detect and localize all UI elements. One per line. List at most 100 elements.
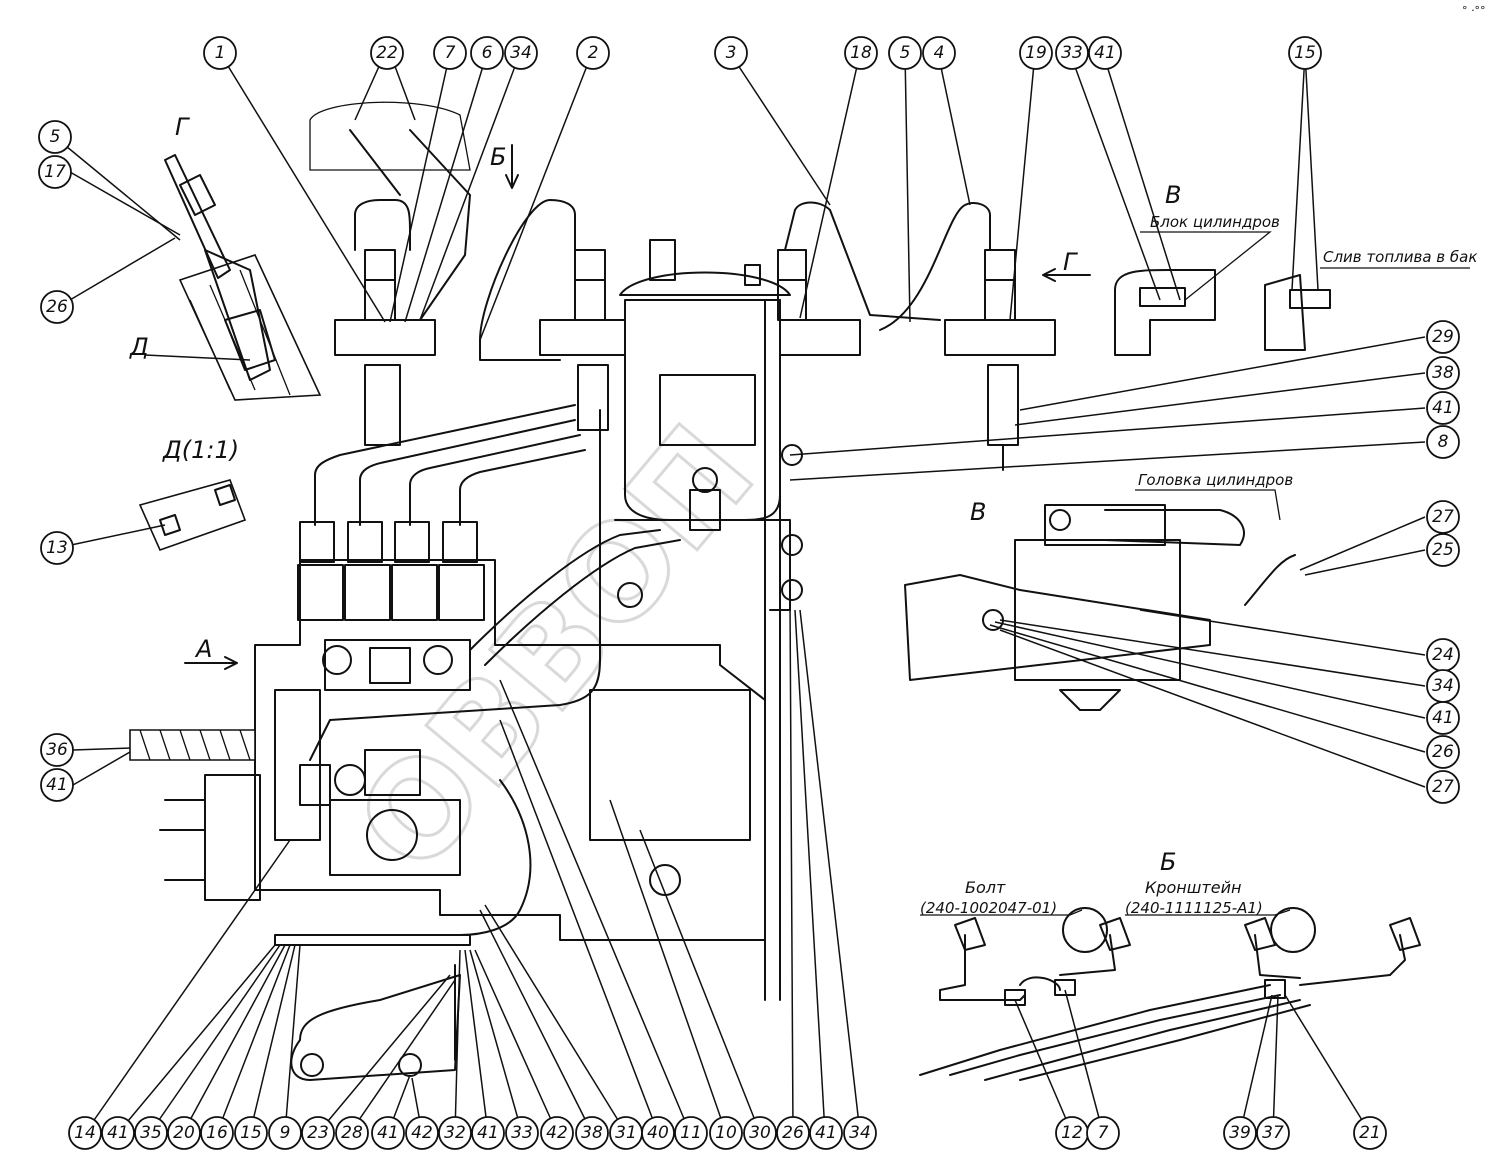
callout: 32 bbox=[438, 1116, 472, 1150]
svg-text:29: 29 bbox=[1432, 327, 1454, 347]
callout: 15 bbox=[234, 1116, 268, 1150]
callout: 20 bbox=[167, 1116, 201, 1150]
callout: 7 bbox=[1086, 1116, 1120, 1150]
view-label-v-detail: В bbox=[970, 498, 986, 526]
callout: 7 bbox=[433, 36, 467, 70]
callout: 26 bbox=[40, 290, 74, 324]
svg-text:34: 34 bbox=[510, 43, 532, 63]
svg-text:13: 13 bbox=[46, 538, 68, 558]
corner-mark: ° ·°° bbox=[1462, 4, 1486, 17]
svg-text:1: 1 bbox=[215, 43, 226, 63]
annotation-block: Блок цилиндров bbox=[1150, 213, 1280, 231]
detail-d bbox=[138, 479, 247, 552]
svg-text:35: 35 bbox=[140, 1123, 162, 1143]
annotation-bracket-code: (240-1111125-А1) bbox=[1125, 899, 1263, 917]
callout: 5 bbox=[888, 36, 922, 70]
detail-v-block bbox=[1114, 269, 1216, 356]
callout: 38 bbox=[575, 1116, 609, 1150]
svg-text:17: 17 bbox=[44, 162, 66, 182]
svg-text:41: 41 bbox=[377, 1123, 399, 1143]
svg-text:15: 15 bbox=[240, 1123, 262, 1143]
callout: 22 bbox=[370, 36, 404, 70]
svg-text:23: 23 bbox=[307, 1123, 329, 1143]
callouts-bottom: 14 41 35 20 16 15 9 23 28 41 42 32 41 33… bbox=[68, 1116, 877, 1150]
svg-text:27: 27 bbox=[1432, 777, 1454, 797]
svg-text:10: 10 bbox=[715, 1123, 737, 1143]
svg-text:32: 32 bbox=[444, 1123, 466, 1143]
svg-text:28: 28 bbox=[341, 1123, 363, 1143]
view-label-b-detail: Б bbox=[1160, 848, 1176, 876]
fuel-filter bbox=[614, 239, 803, 1001]
callout: 9 bbox=[268, 1116, 302, 1150]
callout: 15 bbox=[1288, 36, 1322, 70]
callout: 27 bbox=[1426, 500, 1460, 534]
svg-text:33: 33 bbox=[1061, 43, 1083, 63]
svg-text:20: 20 bbox=[173, 1123, 195, 1143]
svg-text:5: 5 bbox=[900, 43, 911, 63]
svg-text:24: 24 bbox=[1432, 645, 1454, 665]
svg-text:4: 4 bbox=[934, 43, 945, 63]
svg-text:34: 34 bbox=[1432, 676, 1454, 696]
callout: 41 bbox=[371, 1116, 405, 1150]
view-arrows bbox=[184, 144, 1470, 916]
callout: 31 bbox=[609, 1116, 643, 1150]
callouts-right: 29 38 41 8 27 25 24 34 41 26 27 bbox=[1426, 320, 1460, 804]
callout: 41 bbox=[101, 1116, 135, 1150]
svg-text:26: 26 bbox=[1432, 742, 1454, 762]
svg-text:37: 37 bbox=[1262, 1123, 1284, 1143]
callout: 36 bbox=[40, 733, 74, 767]
callout: 8 bbox=[1426, 425, 1460, 459]
callout: 42 bbox=[405, 1116, 439, 1150]
callout: 41 bbox=[1426, 701, 1460, 735]
annotation-bolt: Болт bbox=[965, 878, 1006, 897]
svg-text:2: 2 bbox=[588, 43, 599, 63]
callout: 26 bbox=[1426, 735, 1460, 769]
svg-text:42: 42 bbox=[546, 1123, 568, 1143]
view-label-g: Г bbox=[175, 113, 190, 141]
svg-text:41: 41 bbox=[107, 1123, 129, 1143]
callout: 24 bbox=[1426, 638, 1460, 672]
svg-text:41: 41 bbox=[46, 775, 68, 795]
svg-text:41: 41 bbox=[1432, 398, 1454, 418]
callout: 18 bbox=[844, 36, 878, 70]
view-label-d: Д bbox=[129, 333, 149, 361]
callout: 29 bbox=[1426, 320, 1460, 354]
svg-text:14: 14 bbox=[74, 1123, 96, 1143]
leader-lines bbox=[54, 52, 1426, 1134]
callout: 30 bbox=[743, 1116, 777, 1150]
callout: 41 bbox=[809, 1116, 843, 1150]
callout: 42 bbox=[540, 1116, 574, 1150]
annotation-bolt-code: (240-1002047-01) bbox=[920, 899, 1057, 917]
callout: 12 bbox=[1055, 1116, 1089, 1150]
view-label-v: В bbox=[1165, 181, 1181, 209]
callout: 13 bbox=[40, 531, 74, 565]
svg-text:26: 26 bbox=[46, 297, 68, 317]
svg-text:26: 26 bbox=[782, 1123, 804, 1143]
svg-text:7: 7 bbox=[1098, 1123, 1109, 1143]
callout: 40 bbox=[641, 1116, 675, 1150]
svg-text:3: 3 bbox=[726, 43, 737, 63]
annotation-drain: Слив топлива в бак bbox=[1323, 248, 1477, 266]
callout: 3 bbox=[714, 36, 748, 70]
engine-block-lines bbox=[178, 101, 471, 401]
callout: 5 bbox=[38, 120, 72, 154]
svg-text:38: 38 bbox=[1432, 363, 1454, 383]
callouts-top: 1 22 7 6 34 2 3 18 5 4 19 33 41 15 bbox=[203, 36, 1322, 70]
view-label-a: А bbox=[194, 635, 212, 663]
svg-text:41: 41 bbox=[1094, 43, 1116, 63]
detail-drain bbox=[1264, 274, 1331, 351]
svg-text:39: 39 bbox=[1229, 1123, 1251, 1143]
view-label-b: Б bbox=[490, 143, 506, 171]
callout: 41 bbox=[1426, 391, 1460, 425]
callout: 11 bbox=[674, 1116, 708, 1150]
callout: 4 bbox=[922, 36, 956, 70]
callouts-detail-b: 12 7 39 37 21 bbox=[1055, 1116, 1387, 1150]
callout: 34 bbox=[504, 36, 538, 70]
svg-text:7: 7 bbox=[445, 43, 456, 63]
callout: 41 bbox=[40, 768, 74, 802]
svg-text:38: 38 bbox=[581, 1123, 603, 1143]
callout: 17 bbox=[38, 155, 72, 189]
fuel-lines bbox=[289, 129, 991, 936]
svg-text:41: 41 bbox=[1432, 708, 1454, 728]
